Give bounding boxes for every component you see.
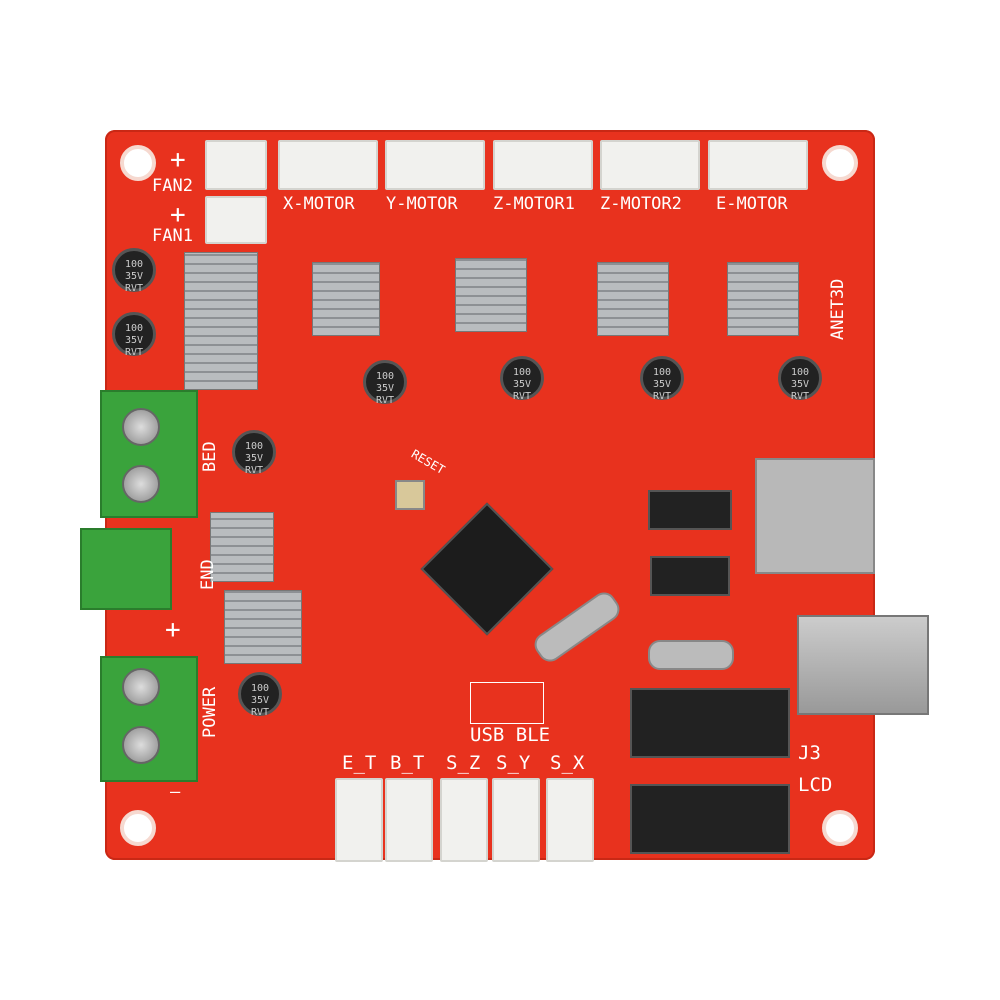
- sd-card-slot[interactable]: [755, 458, 875, 574]
- screw-icon: [122, 726, 160, 764]
- e-motor-connector: [708, 140, 808, 190]
- y-motor-connector: [385, 140, 485, 190]
- driver-heatsink: [312, 262, 380, 336]
- j3-header: [630, 688, 790, 758]
- plus-mark: +: [170, 200, 186, 230]
- capacitor: 100 35V RVT: [238, 672, 282, 718]
- capacitor: 100 35V RVT: [640, 356, 684, 402]
- plus-mark: +: [165, 615, 181, 645]
- sz-label: S_Z: [446, 752, 481, 774]
- mosfet-heatsink: [184, 252, 258, 390]
- lcd-header: [630, 784, 790, 854]
- usb-ble-label: USB BLE: [470, 724, 551, 746]
- sy-connector: [492, 778, 540, 862]
- sz-connector: [440, 778, 488, 862]
- capacitor: 100 35V RVT: [112, 248, 156, 294]
- sy-label: S_Y: [496, 752, 531, 774]
- et-connector: [335, 778, 383, 862]
- z-motor1-label: Z-MOTOR1: [493, 194, 575, 214]
- z-motor2-label: Z-MOTOR2: [600, 194, 682, 214]
- mosfet-heatsink: [224, 590, 302, 664]
- mount-hole: [120, 810, 156, 846]
- mount-hole: [822, 810, 858, 846]
- plus-mark: +: [170, 145, 186, 175]
- mosfet-heatsink: [210, 512, 274, 582]
- mount-hole: [120, 145, 156, 181]
- capacitor: 100 35V RVT: [232, 430, 276, 476]
- capacitor: 100 35V RVT: [112, 312, 156, 358]
- lcd-label: LCD: [798, 774, 833, 796]
- x-motor-label: X-MOTOR: [283, 194, 355, 214]
- power-label: POWER: [200, 686, 220, 738]
- endstop-terminal: [80, 528, 172, 610]
- mount-hole: [822, 145, 858, 181]
- fan2-label: FAN2: [152, 176, 193, 196]
- reset-button[interactable]: [395, 480, 425, 510]
- crystal: [648, 640, 734, 670]
- j3-label: J3: [798, 742, 821, 764]
- et-label: E_T: [342, 752, 377, 774]
- screw-icon: [122, 668, 160, 706]
- capacitor: 100 35V RVT: [363, 360, 407, 406]
- end-label: END: [198, 559, 218, 590]
- fan1-label: FAN1: [152, 226, 193, 246]
- j8-header: [470, 682, 544, 724]
- ic-chip: [650, 556, 730, 596]
- capacitor: 100 35V RVT: [500, 356, 544, 402]
- screw-icon: [122, 408, 160, 446]
- e-motor-label: E-MOTOR: [716, 194, 788, 214]
- bt-connector: [385, 778, 433, 862]
- brand-label: ANET3D: [828, 278, 848, 340]
- z-motor1-connector: [493, 140, 593, 190]
- x-motor-connector: [278, 140, 378, 190]
- capacitor: 100 35V RVT: [778, 356, 822, 402]
- sx-label: S_X: [550, 752, 585, 774]
- usb-b-port[interactable]: [797, 615, 929, 715]
- minus-mark: —: [170, 782, 181, 802]
- driver-heatsink: [727, 262, 799, 336]
- screw-icon: [122, 465, 160, 503]
- sx-connector: [546, 778, 594, 862]
- fan2-connector: [205, 140, 267, 190]
- ic-chip: [648, 490, 732, 530]
- driver-heatsink: [455, 258, 527, 332]
- bt-label: B_T: [390, 752, 425, 774]
- y-motor-label: Y-MOTOR: [386, 194, 458, 214]
- bed-label: BED: [200, 441, 220, 472]
- driver-heatsink: [597, 262, 669, 336]
- z-motor2-connector: [600, 140, 700, 190]
- fan1-connector: [205, 196, 267, 244]
